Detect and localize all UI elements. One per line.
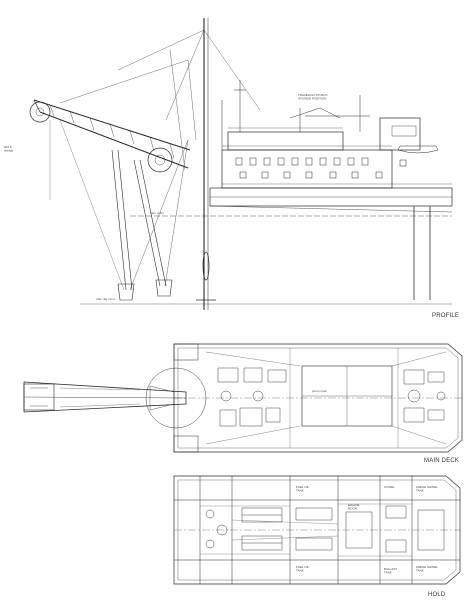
deck-construction-lines [205, 348, 447, 448]
dredge-ladder [33, 99, 191, 169]
hold-room-d: STORE [384, 485, 394, 489]
depth-note: max. 2.5m [150, 211, 165, 215]
deckhouse-windows [235, 157, 407, 179]
bottom-note: max. dig 14 m [96, 297, 115, 301]
profile-label: PROFILE [432, 313, 459, 319]
gantry-cables [59, 29, 261, 171]
deck-room-note: pump room [312, 389, 328, 393]
main-deck-ladder [23, 367, 207, 429]
lowered-suction-pipes [49, 119, 189, 301]
upper-deckhouse [227, 131, 344, 151]
piping [200, 503, 412, 557]
spud-foot [202, 251, 210, 281]
hold-view [173, 475, 461, 585]
hold-label: HOLD [428, 592, 446, 598]
profile-view [29, 18, 453, 310]
winch-drum [147, 147, 173, 173]
main-deck-label: MAIN DECK [424, 458, 459, 464]
cutter-head [29, 101, 51, 123]
deck-masts [221, 80, 370, 150]
ladder-swing-circle [145, 367, 207, 429]
cutter-frame [23, 383, 55, 411]
work-boat [397, 145, 439, 154]
railings [222, 127, 452, 185]
wheelhouse [379, 117, 421, 151]
deck-equipment [217, 367, 446, 427]
main-deck-view [23, 343, 463, 453]
hold-hull-outline [173, 475, 461, 585]
